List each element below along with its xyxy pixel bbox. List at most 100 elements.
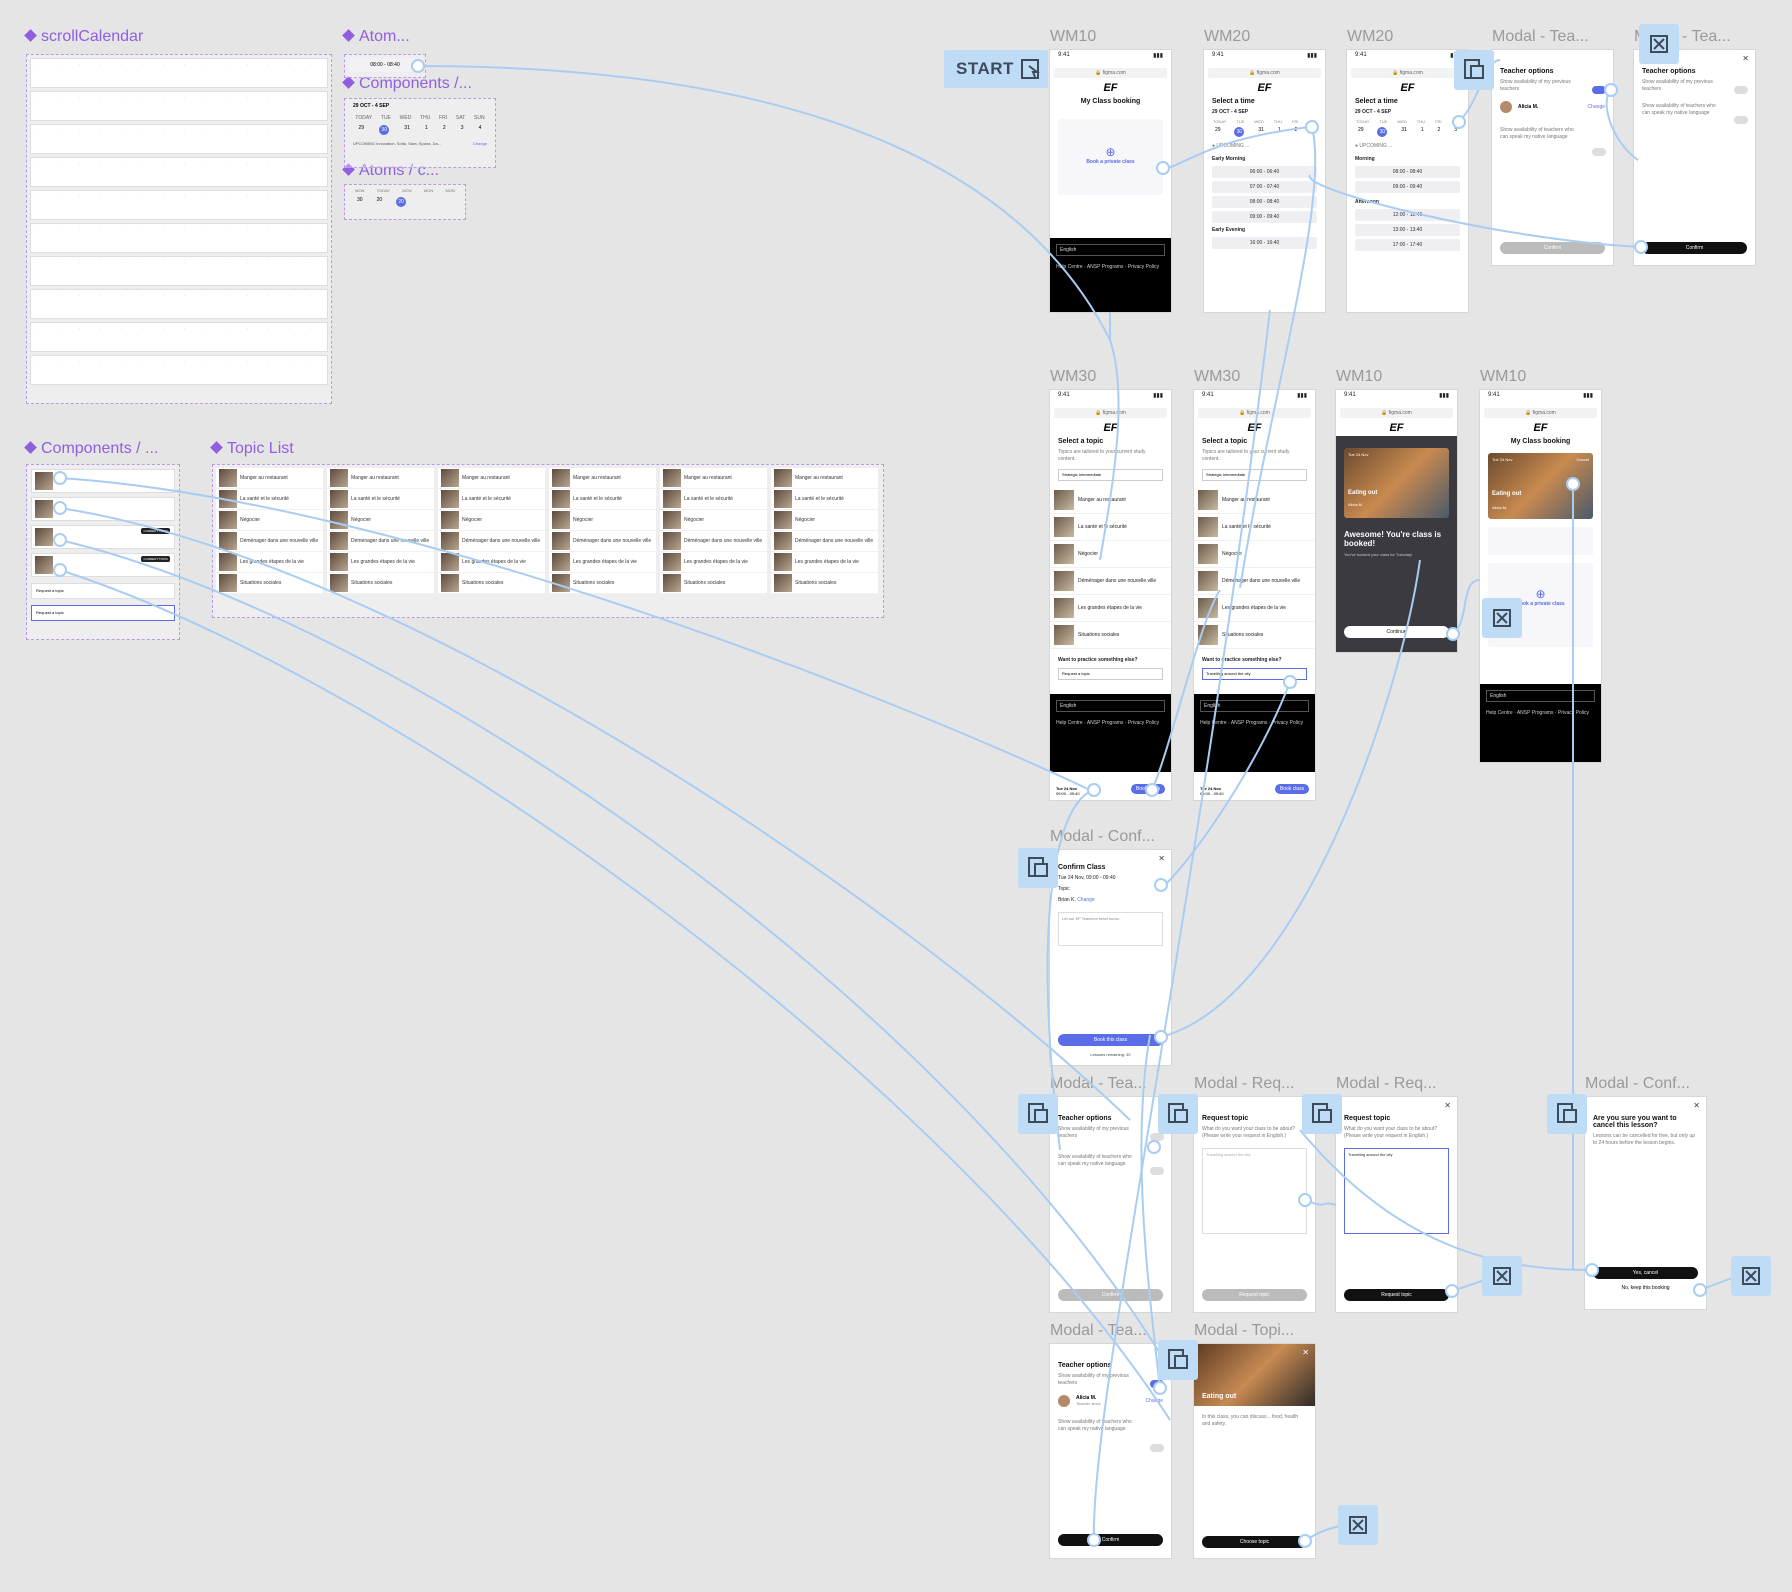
topic-list-row[interactable]: Les grandes étapes de la vie	[216, 552, 323, 573]
overlay-open-icon[interactable]	[1454, 50, 1494, 90]
topic-list-row[interactable]: La santé et le sécurité	[216, 489, 323, 510]
topic-row[interactable]: Les grandes étapes de la vie	[1194, 595, 1315, 622]
close-overlay-icon[interactable]	[1731, 1256, 1771, 1296]
topic-list-row[interactable]: Négocier	[327, 510, 434, 531]
level-select[interactable]: Strategic Intermediate	[1202, 469, 1307, 481]
toggle-previous-teachers[interactable]	[1734, 86, 1748, 94]
close-icon[interactable]: ✕	[1158, 854, 1165, 863]
toggle-native-language[interactable]	[1150, 1444, 1164, 1452]
frame-label[interactable]: WM10	[1050, 28, 1097, 45]
calendar-row[interactable]: ··············	[30, 190, 328, 220]
topic-list-row[interactable]: Situations sociales	[216, 573, 323, 594]
confirm-button[interactable]: Confirm	[1058, 1534, 1163, 1546]
topic-list-row[interactable]: Négocier	[438, 510, 545, 531]
topic-list-row[interactable]: La santé et le sécurité	[327, 489, 434, 510]
note-box[interactable]: Let our EF Teachers team know...	[1058, 912, 1163, 946]
time-slot[interactable]: 13:00 - 13:40	[1355, 224, 1460, 236]
component-label-components-2[interactable]: Components / ...	[24, 440, 158, 458]
topic-list-row[interactable]: Déménager dans une nouvelle ville	[660, 531, 767, 552]
frame-modal-confirm-class[interactable]: ✕ Confirm Class Tue 24 Nov, 09:00 - 09:4…	[1050, 850, 1171, 1065]
request-topic-field[interactable]: Request a topic	[1058, 668, 1163, 680]
topic-list-row[interactable]: Négocier	[660, 510, 767, 531]
toggle-previous-teachers[interactable]	[1150, 1133, 1164, 1141]
calendar-row[interactable]: ··············	[30, 256, 328, 286]
close-icon[interactable]: ✕	[1742, 54, 1749, 63]
frame-wm10-booked[interactable]: 9:41▮▮▮ 🔒 figma.com EF Tue 24 Nov Eating…	[1336, 390, 1457, 652]
level-select[interactable]: Strategic Intermediate	[1058, 469, 1163, 481]
topic-list-row[interactable]: Déménager dans une nouvelle ville	[549, 531, 656, 552]
topic-list-row[interactable]: Les grandes étapes de la vie	[549, 552, 656, 573]
close-icon[interactable]: ✕	[1444, 1101, 1451, 1110]
frame-modal-teacher-options-2[interactable]: ✕ Teacher options Show availability of m…	[1634, 50, 1755, 265]
calendar-row[interactable]: ··············	[30, 223, 328, 253]
topic-list-row[interactable]: Négocier	[216, 510, 323, 531]
topic-list-row[interactable]: Déménager dans une nouvelle ville	[438, 531, 545, 552]
topic-list-row[interactable]: Déménager dans une nouvelle ville	[327, 531, 434, 552]
frame-wm30-select-topic[interactable]: 9:41▮▮▮ 🔒 figma.com EF Select a topic To…	[1050, 390, 1171, 800]
change-link[interactable]: Change	[1077, 897, 1095, 903]
topic-list-row[interactable]: Manger au restaurant	[327, 468, 434, 489]
frame-modal-request-topic[interactable]: Request topic What do you want your clas…	[1194, 1097, 1315, 1312]
frame-wm20-select-time[interactable]: 9:41▮▮▮ 🔒 figma.com EF Select a time 29 …	[1204, 50, 1325, 312]
frame-label[interactable]: WM30	[1050, 368, 1097, 385]
language-select[interactable]: English	[1486, 690, 1595, 702]
frame-modal-teacher-options-mid[interactable]: Teacher options Show availability of my …	[1050, 1097, 1171, 1312]
calendar-row[interactable]: ··············	[30, 91, 328, 121]
frame-label[interactable]: WM30	[1194, 368, 1241, 385]
topic-list-row[interactable]: La santé et le sécurité	[438, 489, 545, 510]
topic-list-row[interactable]: Situations sociales	[327, 573, 434, 594]
topic-list-row[interactable]: La santé et le sécurité	[771, 489, 878, 510]
topic-row[interactable]: Manger au restaurant	[1194, 487, 1315, 514]
topic-list-row[interactable]: Manger au restaurant	[660, 468, 767, 489]
frame-label[interactable]: WM20	[1347, 28, 1394, 45]
topic-row[interactable]: Négocier	[1050, 541, 1171, 568]
language-select[interactable]: English	[1200, 700, 1309, 712]
topic-list-row[interactable]: Négocier	[549, 510, 656, 531]
language-select[interactable]: English	[1056, 244, 1165, 256]
close-overlay-icon[interactable]	[1482, 598, 1522, 638]
topic-row[interactable]: Déménager dans une nouvelle ville	[1194, 568, 1315, 595]
book-class-button[interactable]: Book class	[1131, 784, 1165, 794]
topic-row[interactable]: Situations sociales	[1050, 622, 1171, 649]
time-slot[interactable]: 16:00 - 16:40	[1212, 237, 1317, 249]
confirm-button[interactable]: Confirm	[1642, 242, 1747, 254]
topic-list-row[interactable]: Situations sociales	[771, 573, 878, 594]
request-topic-textarea[interactable]: Travelling around the city	[1202, 1148, 1307, 1234]
request-topic-button[interactable]: Request topic	[1202, 1289, 1307, 1301]
atom-time-slot-component[interactable]: 08:00 - 08:40	[344, 54, 426, 78]
continue-button[interactable]: Continue	[1344, 626, 1449, 638]
time-slot[interactable]: 17:00 - 17:40	[1355, 239, 1460, 251]
frame-modal-teacher-options-bottom[interactable]: Teacher options Show availability of my …	[1050, 1344, 1171, 1558]
calendar-row[interactable]: ··············	[30, 355, 328, 385]
language-select[interactable]: English	[1056, 700, 1165, 712]
overlay-open-icon[interactable]	[1018, 848, 1058, 888]
change-link[interactable]: Change	[1145, 1398, 1163, 1404]
component-label-topic-list[interactable]: Topic List	[210, 440, 294, 458]
time-slot[interactable]: 09:00 - 09:40	[1355, 181, 1460, 193]
footer-links[interactable]: Help Centre · ANSP Programs · Privacy Po…	[1056, 264, 1159, 270]
frame-label[interactable]: WM20	[1204, 28, 1251, 45]
topic-row[interactable]: Négocier	[1194, 541, 1315, 568]
frame-wm20-select-time-b[interactable]: 9:41▮▮▮ 🔒 figma.com EF Select a time 29 …	[1347, 50, 1468, 312]
frame-wm30-select-topic-b[interactable]: 9:41▮▮▮ 🔒 figma.com EF Select a topic To…	[1194, 390, 1315, 800]
keep-booking-button[interactable]: No, keep this booking	[1621, 1285, 1670, 1291]
topic-row[interactable]: Déménager dans une nouvelle ville	[1050, 568, 1171, 595]
overlay-open-icon[interactable]	[1158, 1094, 1198, 1134]
request-topic-textarea[interactable]: Travelling around the city	[1344, 1148, 1449, 1234]
scroll-calendar-component[interactable]: ········································…	[26, 54, 332, 404]
close-icon[interactable]: ✕	[1693, 1101, 1700, 1110]
frame-label[interactable]: Modal - Req...	[1336, 1075, 1437, 1092]
change-link[interactable]: Change	[1587, 104, 1605, 110]
overlay-open-icon[interactable]	[1547, 1094, 1587, 1134]
close-overlay-icon[interactable]	[1639, 24, 1679, 64]
topic-list-row[interactable]: Manger au restaurant	[771, 468, 878, 489]
frame-modal-cancel-lesson[interactable]: ✕ Are you sure you want to cancel this l…	[1585, 1097, 1706, 1309]
book-private-class-card[interactable]: ⊕ Book a private class	[1058, 119, 1163, 195]
frame-label[interactable]: WM10	[1480, 368, 1527, 385]
cancel-link[interactable]: Cancel	[1576, 457, 1589, 462]
time-slot[interactable]: 08:00 - 08:40	[1355, 166, 1460, 178]
frame-label[interactable]: Modal - Conf...	[1050, 828, 1155, 845]
topic-list-row[interactable]: Les grandes étapes de la vie	[771, 552, 878, 573]
close-overlay-icon[interactable]	[1482, 1256, 1522, 1296]
